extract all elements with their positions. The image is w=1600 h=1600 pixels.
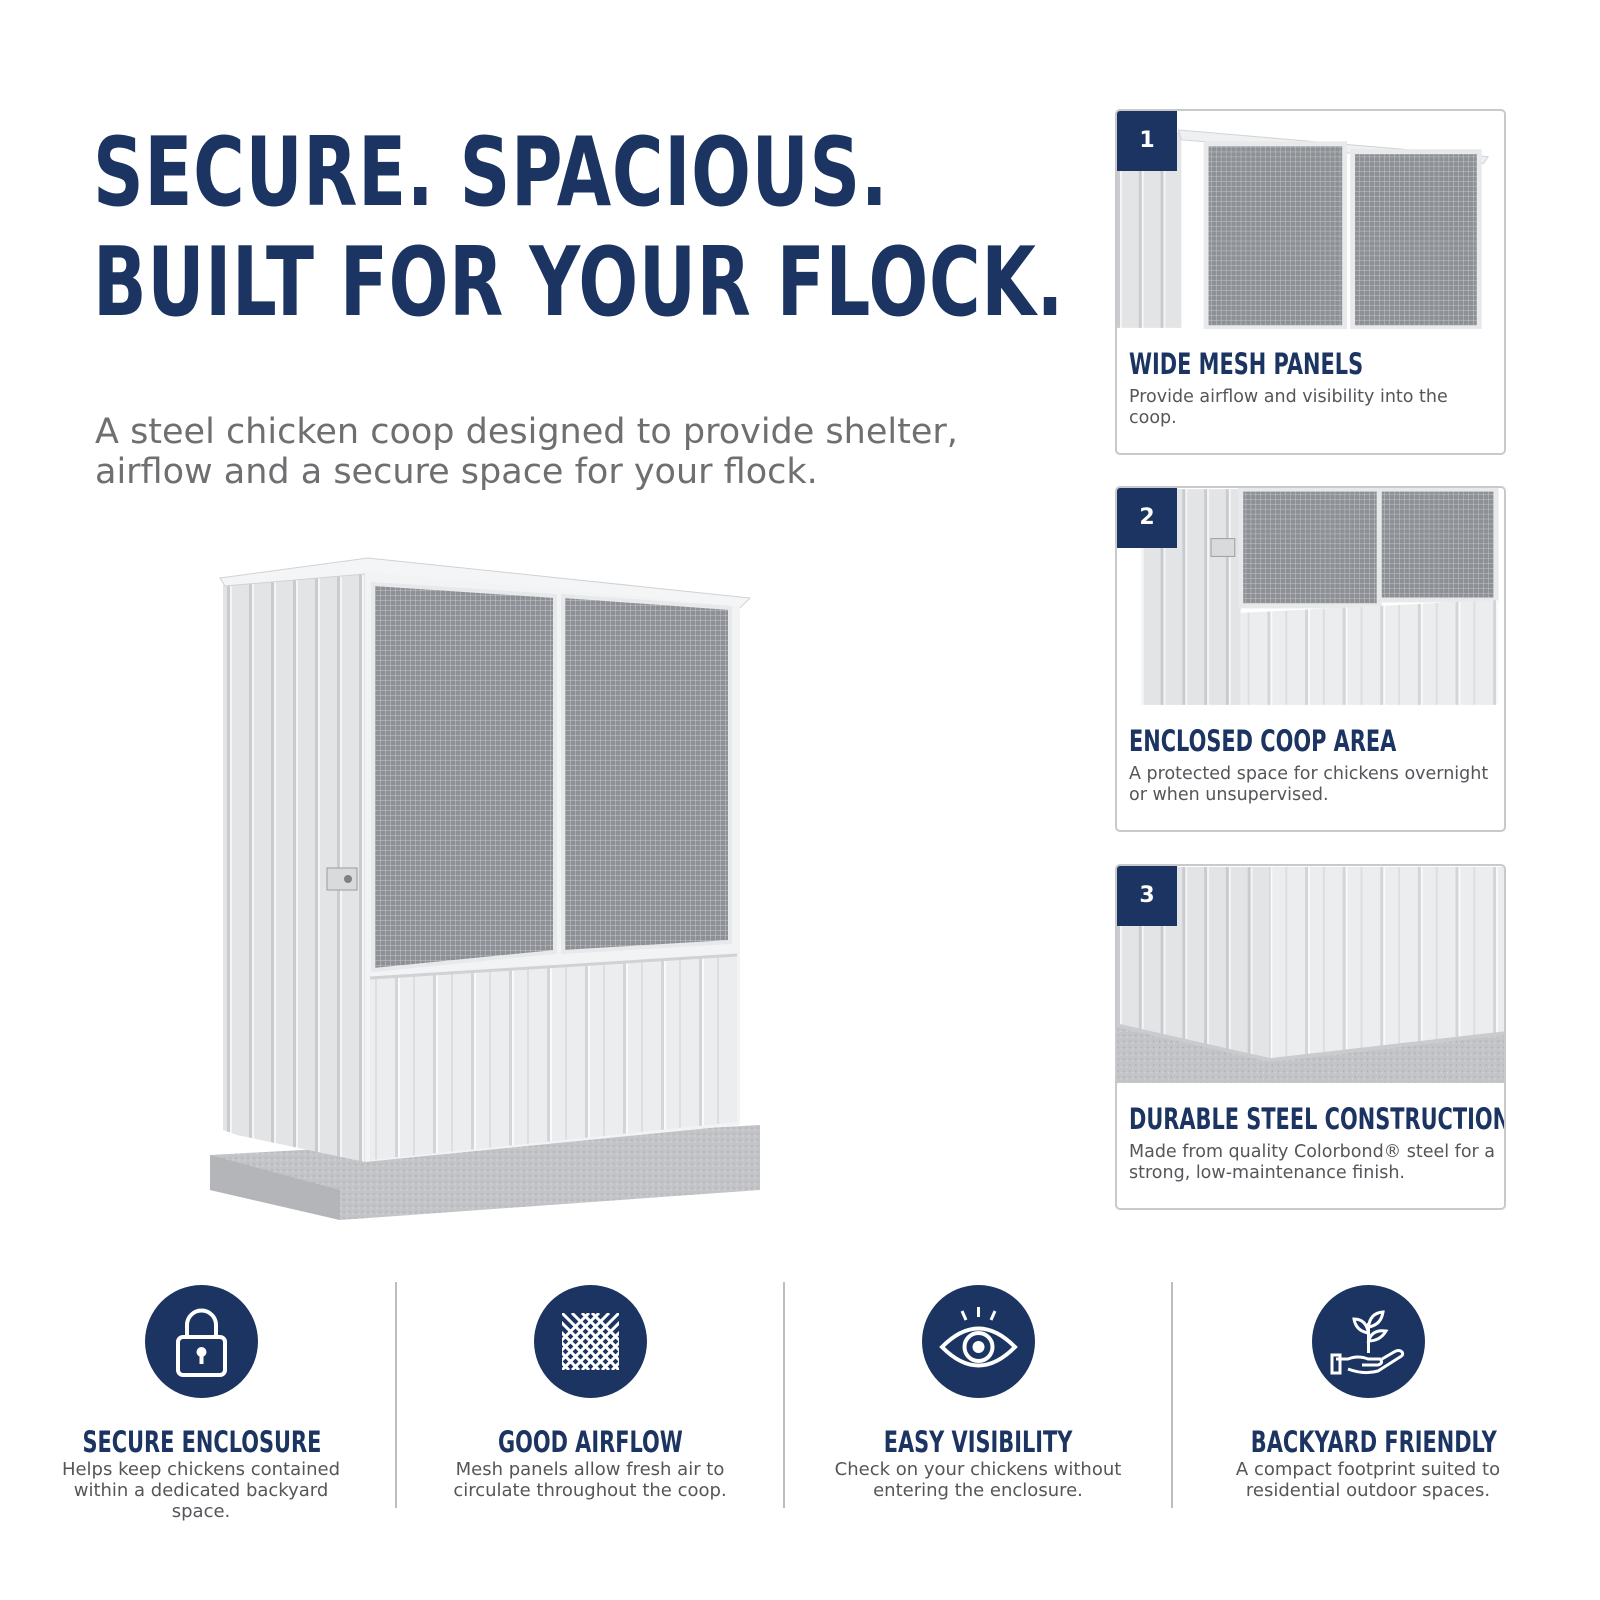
- feature-easy-visibility: EASY VISIBILITY Check on your chickens w…: [813, 1285, 1143, 1501]
- feature-title: BACKYARD FRIENDLY: [1250, 1425, 1497, 1459]
- coop-lower-panel: [370, 955, 737, 1160]
- headline-line-2: BUILT FOR YOUR FLOCK.: [93, 228, 1065, 338]
- enclosed-coop-thumbnail: [1117, 488, 1504, 705]
- card-number-badge: 3: [1117, 866, 1177, 926]
- eye-icon: [921, 1285, 1035, 1398]
- feature-description: Mesh panels allow fresh air to circulate…: [453, 1459, 727, 1501]
- mesh-panel-right: [561, 593, 732, 955]
- mesh-icon: [533, 1285, 647, 1398]
- feature-backyard-friendly: BACKYARD FRIENDLY A compact footprint su…: [1203, 1285, 1533, 1501]
- card-number-badge: 2: [1117, 488, 1177, 548]
- feature-description: A compact footprint suited to residentia…: [1235, 1459, 1501, 1501]
- steel-construction-thumbnail: [1117, 867, 1504, 1083]
- feature-good-airflow: GOOD AIRFLOW Mesh panels allow fresh air…: [425, 1285, 755, 1501]
- card-number-badge: 1: [1117, 111, 1177, 171]
- padlock-icon: [144, 1285, 258, 1398]
- feature-title: GOOD AIRFLOW: [497, 1425, 683, 1459]
- feature-divider: [1171, 1282, 1173, 1508]
- chicken-coop-product-image: [210, 557, 760, 1220]
- page-subtitle: A steel chicken coop designed to provide…: [95, 412, 958, 492]
- card-description: Made from quality Colorbond® steel for a…: [1129, 1142, 1496, 1183]
- plant-in-hand-icon: [1311, 1285, 1425, 1398]
- coop-side-wall: [223, 570, 365, 1162]
- feature-title: EASY VISIBILITY: [883, 1425, 1073, 1459]
- feature-card-3: 3 DURABLE STEEL CONSTRUCTION Made from q…: [1115, 864, 1506, 1210]
- feature-description: Check on your chickens without entering …: [834, 1459, 1122, 1501]
- card-title: DURABLE STEEL CONSTRUCTION: [1129, 1102, 1506, 1136]
- headline-line-1: SECURE. SPACIOUS.: [93, 118, 889, 228]
- feature-divider: [783, 1282, 785, 1508]
- card-description: A protected space for chickens overnight…: [1129, 764, 1489, 805]
- card-title: WIDE MESH PANELS: [1129, 347, 1364, 381]
- card-title: ENCLOSED COOP AREA: [1129, 724, 1397, 758]
- feature-divider: [395, 1282, 397, 1508]
- feature-card-1: 1 WIDE MESH PANELS Provide airflow and v…: [1115, 109, 1506, 455]
- feature-secure-enclosure: SECURE ENCLOSURE Helps keep chickens con…: [36, 1285, 366, 1522]
- feature-description: Helps keep chickens contained within a d…: [61, 1459, 341, 1522]
- mesh-panel-left: [371, 581, 557, 973]
- mesh-panels-thumbnail: [1117, 112, 1504, 329]
- feature-card-2: 2 ENCLOSED COOP AREA A protected space f…: [1115, 486, 1506, 832]
- door-latch: [326, 867, 358, 891]
- page-headline: SECURE. SPACIOUS. BUILT FOR YOUR FLOCK.: [93, 118, 1063, 338]
- feature-title: SECURE ENCLOSURE: [82, 1425, 322, 1459]
- card-description: Provide airflow and visibility into the …: [1129, 387, 1448, 428]
